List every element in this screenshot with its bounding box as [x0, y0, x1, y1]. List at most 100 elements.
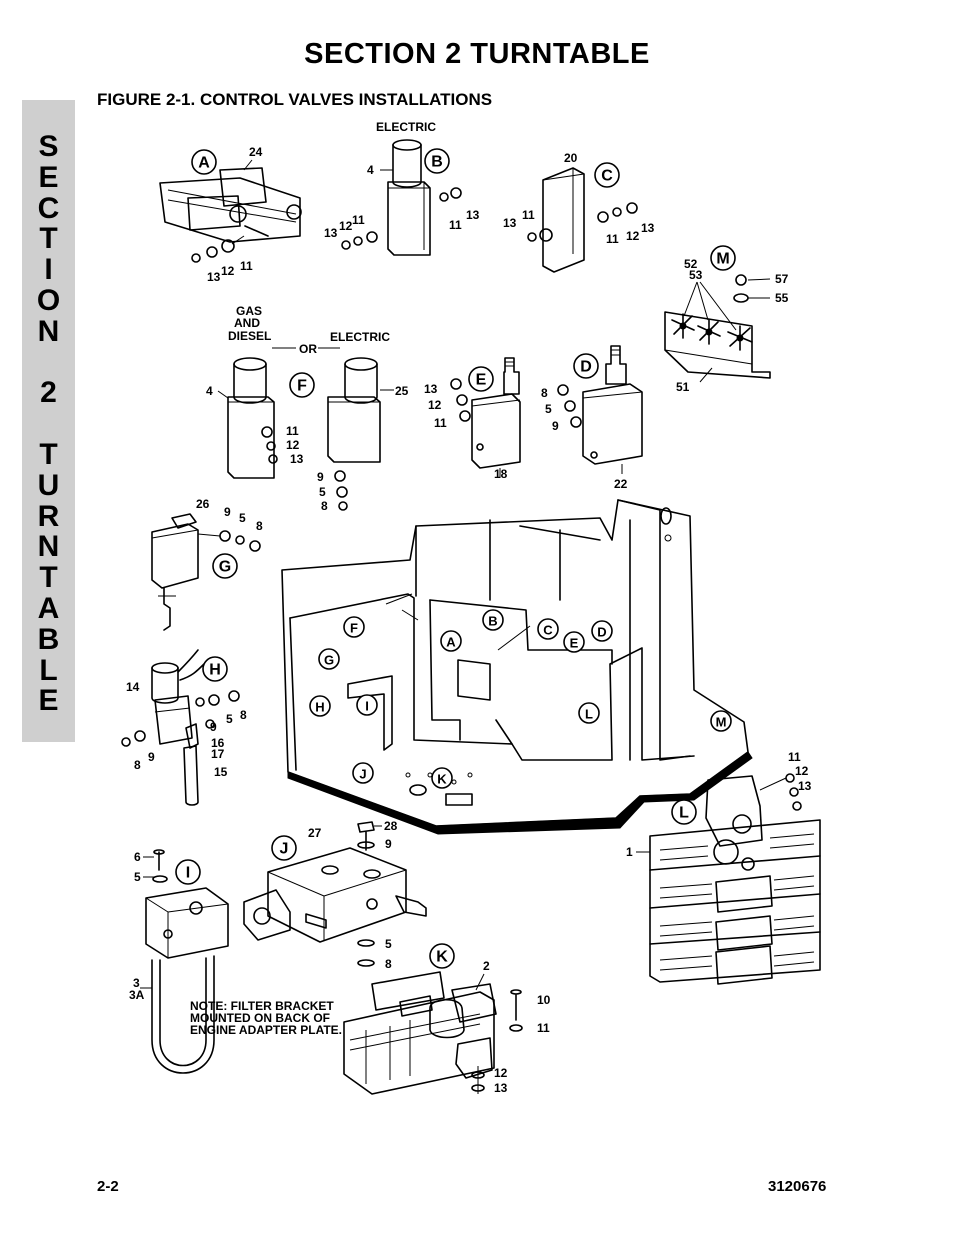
- part-number-label: 9: [552, 419, 559, 433]
- part-number-label: 5: [319, 485, 326, 499]
- view-a-marker: A: [191, 149, 217, 175]
- side-tab-letter: I: [44, 253, 53, 287]
- part-number-label: 12: [221, 264, 235, 278]
- filter-note-line: NOTE: FILTER BRACKET: [190, 999, 334, 1013]
- svg-text:G: G: [219, 559, 231, 576]
- part-number-label: 1: [626, 845, 633, 859]
- side-tab-letter: 2: [40, 376, 57, 410]
- part-number-label: 25: [395, 384, 409, 398]
- view-h-marker: H: [202, 656, 228, 682]
- view-j-manifold: [243, 821, 427, 967]
- view-f-valves: [217, 357, 394, 511]
- part-number-label: 5: [226, 712, 233, 726]
- part-number-label: 13: [424, 382, 438, 396]
- filter-note-line: MOUNTED ON BACK OF: [190, 1011, 330, 1025]
- view-f-marker: F: [289, 372, 315, 398]
- part-number-label: 12: [428, 398, 442, 412]
- part-number-label: 8: [541, 386, 548, 400]
- part-number-label: 52: [684, 257, 698, 271]
- part-number-label: 8: [240, 708, 247, 722]
- part-number-label: 13: [207, 270, 221, 284]
- part-number-label: 13: [641, 221, 655, 235]
- side-tab-letter: E: [38, 160, 59, 194]
- side-tab-letter: O: [36, 283, 61, 317]
- part-number-label: 9: [224, 505, 231, 519]
- view-e-valve: [450, 357, 521, 478]
- view-b-marker: B: [424, 148, 450, 174]
- svg-text:M: M: [716, 251, 729, 268]
- callout-gas: GAS: [236, 304, 262, 318]
- view-d-marker: D: [573, 353, 599, 379]
- svg-text:A: A: [446, 635, 456, 650]
- part-number-label: 11: [286, 424, 299, 438]
- svg-text:H: H: [315, 700, 324, 715]
- svg-text:H: H: [209, 662, 221, 679]
- part-number-label: 5: [385, 937, 392, 951]
- callout-diesel: DIESEL: [228, 329, 271, 343]
- part-number-label: 24: [249, 145, 263, 159]
- part-number-label: 5: [239, 511, 246, 525]
- svg-text:B: B: [488, 614, 497, 629]
- part-number-label: 6: [134, 850, 141, 864]
- part-number-label: 11: [537, 1021, 550, 1035]
- view-a-assembly: [159, 159, 302, 263]
- part-number-label: 4: [206, 384, 213, 398]
- part-number-label: 11: [434, 416, 447, 430]
- svg-text:D: D: [597, 625, 606, 640]
- side-tab-letter: N: [37, 530, 60, 564]
- svg-text:G: G: [324, 653, 334, 668]
- view-c-block: [527, 167, 638, 273]
- view-i-filter: [140, 849, 229, 1074]
- svg-text:M: M: [716, 715, 727, 730]
- part-number-label: 4: [367, 163, 374, 177]
- view-m-marker: M: [710, 245, 736, 271]
- svg-text:J: J: [359, 767, 366, 782]
- view-b-valve: [341, 139, 462, 256]
- part-number-label: 53: [689, 268, 703, 282]
- svg-text:F: F: [297, 378, 307, 395]
- part-number-label: 14: [126, 680, 140, 694]
- svg-text:K: K: [437, 772, 447, 787]
- svg-text:L: L: [585, 707, 593, 722]
- part-number-label: 13: [466, 208, 480, 222]
- part-number-label: 11: [788, 750, 801, 764]
- section-title: SECTION 2 TURNTABLE: [304, 38, 650, 70]
- part-number-label: 11: [606, 232, 619, 246]
- part-number-label: 51: [676, 380, 690, 394]
- part-number-label: 12: [286, 438, 300, 452]
- part-number-label: 5: [134, 870, 141, 884]
- svg-text:J: J: [280, 841, 289, 858]
- svg-text:F: F: [350, 621, 358, 636]
- part-number-label: 11: [449, 218, 462, 232]
- part-number-label: 28: [384, 819, 398, 833]
- svg-text:B: B: [431, 154, 443, 171]
- side-tab-letter: N: [37, 314, 60, 348]
- part-number-label: 57: [775, 272, 789, 286]
- part-number-label: 12: [626, 229, 640, 243]
- side-tab-letter: L: [39, 653, 58, 687]
- side-tab-letter: T: [39, 437, 58, 471]
- view-k-marker: K: [429, 943, 455, 969]
- view-j-marker: J: [271, 835, 297, 861]
- side-tab-letter: E: [38, 684, 59, 718]
- part-number-label: 9: [385, 837, 392, 851]
- svg-text:I: I: [365, 699, 369, 714]
- part-number-label: 8: [134, 758, 141, 772]
- part-number-label: 13: [503, 216, 517, 230]
- callout-or: OR: [299, 342, 317, 356]
- side-tab-letter: T: [39, 222, 58, 256]
- svg-text:C: C: [601, 168, 613, 185]
- svg-text:L: L: [679, 805, 689, 822]
- side-tab-letter: C: [37, 191, 60, 225]
- part-number-label: 22: [614, 477, 628, 491]
- part-number-label: 8: [256, 519, 263, 533]
- svg-text:K: K: [436, 949, 448, 966]
- view-k-valve-bank: [343, 971, 523, 1095]
- callout-and: AND: [234, 316, 260, 330]
- svg-text:I: I: [186, 865, 190, 882]
- figure-title: FIGURE 2-1. CONTROL VALVES INSTALLATIONS: [97, 90, 493, 109]
- view-l-valve-stack: [636, 773, 821, 985]
- side-tab-letter: A: [37, 591, 60, 625]
- side-tab-letter: B: [37, 622, 60, 656]
